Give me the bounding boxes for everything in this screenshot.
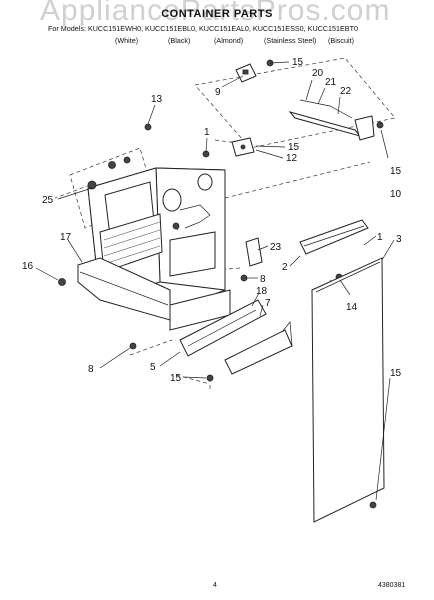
screws — [58, 121, 384, 509]
door-handle-2 — [299, 219, 369, 255]
color-biscuit: (Biscuit) — [328, 36, 354, 45]
callout-2: 2 — [282, 262, 288, 273]
callout-15: 15 — [170, 373, 182, 384]
top-rail-assembly — [235, 59, 375, 141]
screw-group-25 — [87, 156, 131, 190]
callout-9: 9 — [215, 87, 221, 98]
color-white: (White) — [115, 36, 139, 45]
callout-18: 18 — [256, 286, 268, 297]
color-almond: (Almond) — [214, 36, 244, 45]
callout-15: 15 — [390, 166, 402, 177]
callout-15: 15 — [292, 57, 304, 68]
callout-1: 1 — [204, 127, 210, 138]
callout-20: 20 — [312, 68, 324, 79]
callout-5: 5 — [150, 362, 156, 373]
leader-lines — [35, 61, 395, 501]
callout-17: 17 — [60, 232, 72, 243]
callout-23: 23 — [270, 242, 282, 253]
callout-21: 21 — [325, 77, 337, 88]
callout-10: 10 — [390, 189, 402, 200]
callout-labels: 13 1 15 9 20 21 22 15 12 25 15 10 17 16 … — [22, 57, 402, 384]
callout-15: 15 — [390, 368, 402, 379]
door-panel-3 — [311, 257, 385, 523]
model-list: For Models: KUCC151EWH0, KUCC151EBL0, KU… — [48, 24, 358, 33]
callout-13: 13 — [151, 94, 163, 105]
callout-25: 25 — [42, 195, 54, 206]
page-title: CONTAINER PARTS — [161, 8, 273, 20]
page-number: 4 — [213, 582, 217, 589]
callout-16: 16 — [22, 261, 34, 272]
watermark: AppliancePartsPros.com — [40, 0, 391, 27]
callout-14: 14 — [346, 302, 358, 313]
callout-7: 7 — [265, 298, 271, 309]
hinge-bracket-12 — [231, 137, 255, 157]
hinge-23 — [245, 237, 263, 267]
callout-12: 12 — [286, 153, 298, 164]
callout-3: 3 — [396, 234, 402, 245]
color-black: (Black) — [168, 36, 191, 45]
callout-8: 8 — [88, 364, 94, 375]
doc-number: 4380381 — [378, 582, 406, 589]
callout-1: 1 — [377, 232, 383, 243]
color-stainless: (Stainless Steel) — [264, 36, 317, 45]
drawer-front-7 — [179, 299, 267, 357]
kick-plate-5 — [224, 321, 293, 375]
callout-15: 15 — [288, 142, 300, 153]
cabinet-frame — [77, 167, 231, 331]
callout-8: 8 — [260, 274, 266, 285]
callout-22: 22 — [340, 86, 352, 97]
